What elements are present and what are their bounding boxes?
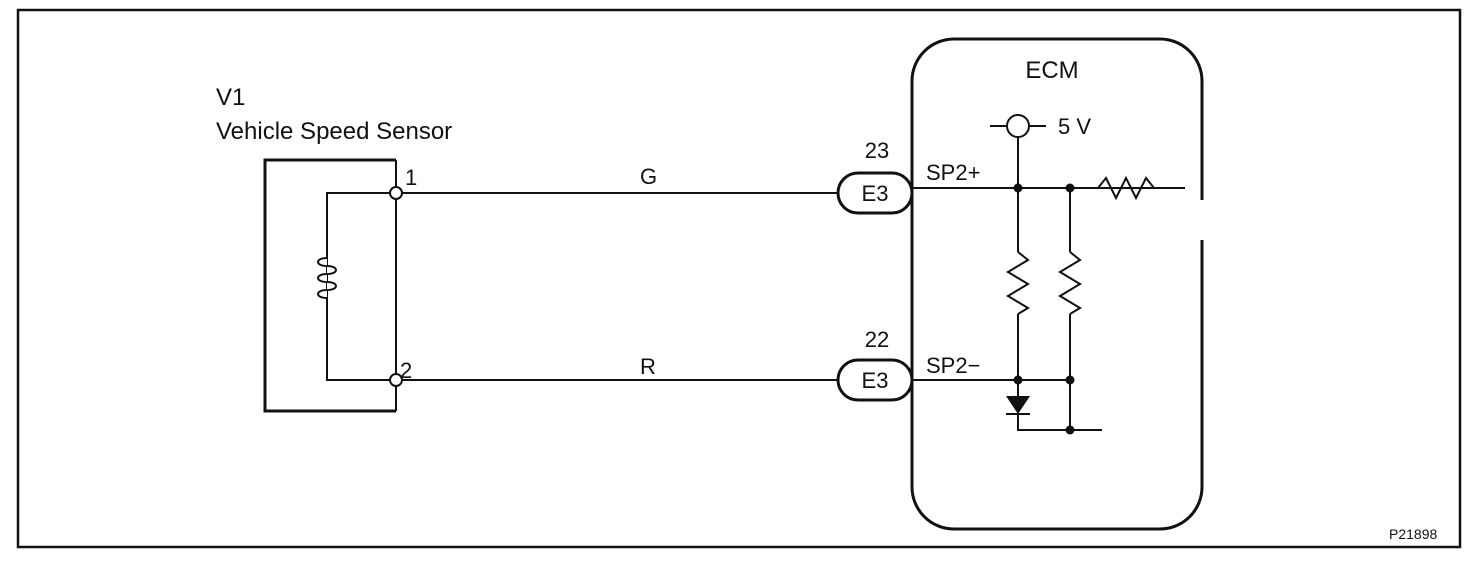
sensor-code: V1 bbox=[216, 84, 245, 111]
diagram-frame bbox=[16, 8, 1462, 549]
terminal-1 bbox=[389, 186, 403, 200]
coil-icon bbox=[317, 257, 337, 299]
supply-voltage: 5 V bbox=[1058, 114, 1091, 139]
connector-name: E3 bbox=[862, 368, 889, 393]
terminal-sp2-plus: SP2+ bbox=[926, 160, 980, 185]
ground-wire bbox=[1017, 414, 1102, 431]
vehicle-speed-sensor: V1 Vehicle Speed Sensor 1 2 bbox=[216, 84, 452, 413]
diode-icon bbox=[1006, 396, 1030, 414]
wire-color-lower: R bbox=[640, 354, 656, 379]
wire-color-upper: G bbox=[640, 164, 657, 189]
junction-dot bbox=[1065, 183, 1075, 193]
ecm-unit: ECM SP2+ SP2− 5 V bbox=[910, 37, 1205, 531]
connector-pin: 23 bbox=[865, 138, 889, 163]
terminal-sp2-minus: SP2− bbox=[926, 353, 980, 378]
connector-22: E3 22 bbox=[836, 327, 914, 402]
pin-2-label: 2 bbox=[400, 358, 412, 383]
connector-name: E3 bbox=[862, 181, 889, 206]
connector-23: E3 23 bbox=[836, 138, 914, 215]
pin-1-label: 1 bbox=[405, 165, 417, 190]
ecm-housing bbox=[910, 37, 1204, 531]
junction-dot bbox=[1013, 375, 1023, 385]
resistor-icon bbox=[1097, 175, 1155, 201]
resistor-icon bbox=[1006, 251, 1030, 315]
sensor-name: Vehicle Speed Sensor bbox=[216, 118, 452, 145]
sensor-housing bbox=[263, 158, 396, 413]
figure-id: P21898 bbox=[1389, 526, 1437, 542]
connector-pin: 22 bbox=[865, 327, 889, 352]
junction-dot bbox=[1065, 425, 1075, 435]
resistor-icon bbox=[1058, 251, 1082, 315]
ecm-title: ECM bbox=[1025, 57, 1078, 84]
current-source-icon bbox=[1006, 114, 1030, 138]
junction-dot bbox=[1065, 375, 1075, 385]
junction-dot bbox=[1013, 183, 1023, 193]
